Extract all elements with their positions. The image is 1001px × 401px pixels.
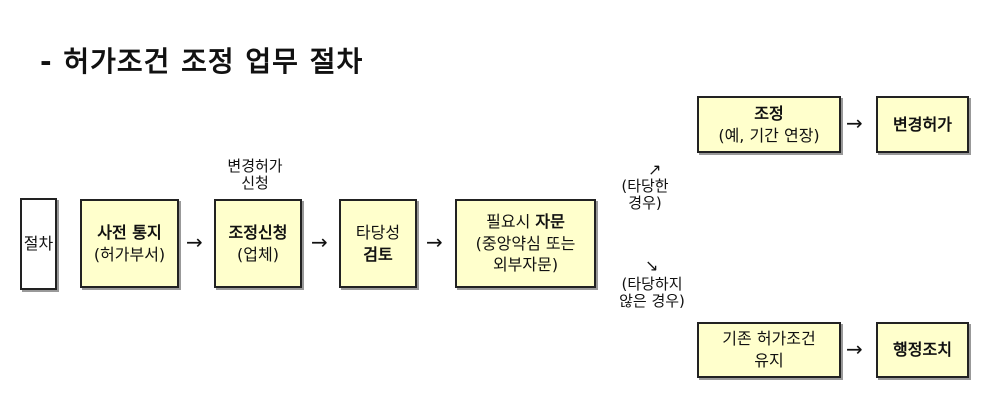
adjustment-box: 조정 (예, 기간 연장): [697, 96, 841, 153]
change-request-note-line1: 변경허가: [227, 157, 283, 175]
consultation-line2: (중앙약심 또는: [475, 233, 576, 253]
arrow-right-icon: →: [426, 230, 443, 254]
administrative-action-box: 행정조치: [876, 322, 969, 378]
validity-review-title: 타당성: [355, 222, 401, 242]
consultation-line3: 외부자문): [492, 255, 559, 275]
adjustment-title: 조정: [754, 103, 784, 123]
invalid-case-note: (타당하지 않은 경우): [603, 275, 701, 311]
arrow-right-icon: →: [186, 230, 203, 254]
change-request-note-line2: 신청: [241, 174, 269, 193]
procedure-label: 절차: [23, 234, 54, 254]
validity-review-box: 타당성 검토: [339, 199, 417, 288]
maintain-conditions-box: 기존 허가조건 유지: [697, 322, 841, 378]
validity-review-subtitle: 검토: [363, 244, 393, 264]
procedure-label-box: 절차: [20, 198, 57, 290]
invalid-case-line1: (타당하지: [621, 275, 683, 293]
branch-down-arrow-icon: ↘: [645, 256, 659, 275]
prior-notice-title: 사전 통지: [97, 222, 162, 242]
administrative-action-label: 행정조치: [893, 340, 952, 360]
consultation-box: 필요시 자문 (중앙약심 또는 외부자문): [455, 199, 596, 288]
maintain-conditions-line2: 유지: [754, 351, 784, 370]
diagram-title: - 허가조건 조정 업무 절차: [40, 45, 364, 78]
maintain-conditions-line1: 기존 허가조건: [722, 329, 816, 349]
consultation-line1: 필요시 자문: [486, 211, 565, 233]
arrow-right-icon: →: [311, 230, 328, 254]
adjustment-subtitle: (예, 기간 연장): [718, 125, 820, 145]
prior-notice-box: 사전 통지 (허가부서): [80, 199, 179, 288]
adjustment-request-title: 조정신청: [228, 222, 288, 242]
invalid-case-line2: 않은 경우): [619, 292, 685, 311]
valid-case-line2: 경우): [628, 194, 662, 213]
adjustment-request-box: 조정신청 (업체): [214, 199, 302, 288]
arrow-right-icon: →: [846, 337, 863, 361]
branch-up-arrow-icon: ↗: [648, 160, 662, 179]
valid-case-line1: (타당한: [621, 177, 669, 195]
arrow-right-icon: →: [846, 111, 863, 135]
consultation-line1-part1: 필요시: [486, 212, 536, 232]
valid-case-note: (타당한 경우): [603, 177, 687, 213]
adjustment-request-subtitle: (업체): [237, 244, 279, 264]
change-permit-label: 변경허가: [893, 114, 952, 134]
change-request-note: 변경허가 신청: [224, 157, 286, 193]
change-permit-box: 변경허가: [876, 96, 969, 153]
prior-notice-subtitle: (허가부서): [93, 244, 166, 264]
consultation-line1-part2: 자문: [535, 212, 565, 232]
